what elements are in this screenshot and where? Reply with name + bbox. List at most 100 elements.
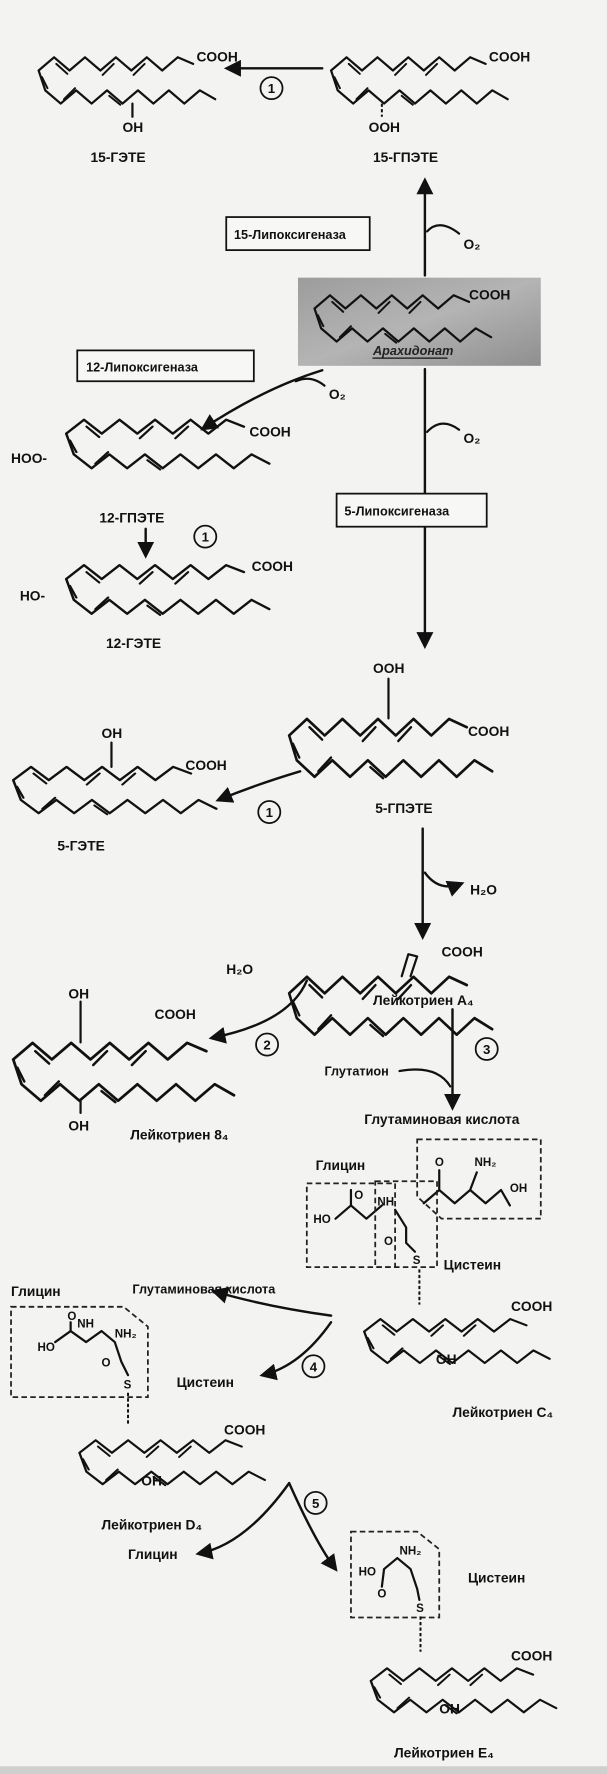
- step-circle: 1: [257, 800, 282, 824]
- step-circle-shape: [303, 1491, 328, 1515]
- ltc4-molecule: O NH₂ OH Глицин HO O NH O S Цистеин COOH…: [305, 1138, 553, 1420]
- cysteine-label: Цистеин: [444, 1257, 501, 1272]
- hete12-label: 12-ГЭТЕ: [106, 636, 161, 651]
- o2-inflow-curve: [426, 422, 461, 434]
- hpete5-molecule: OOH COOH 5-ГПЭТЕ: [287, 661, 509, 816]
- enzyme-lox5-label: 5-Липоксигеназа: [344, 505, 450, 519]
- hpete5-ooh: OOH: [373, 661, 404, 676]
- ltd4-peptide-structure: [54, 1321, 130, 1377]
- step-circle: 4: [301, 1354, 326, 1379]
- lta4-cooh: COOH: [441, 944, 482, 959]
- o2-label: O₂: [464, 431, 481, 446]
- cysteine-label: Цистеин: [177, 1375, 234, 1390]
- ltc4-cooh: COOH: [511, 1299, 552, 1314]
- hete5-label: 5-ГЭТЕ: [57, 839, 104, 854]
- ltd4-amino: NH₂: [115, 1329, 137, 1341]
- glycine-label: Глицин: [11, 1284, 61, 1299]
- ltd4-molecule: Глицин O NH NH₂ HO O S Цистеин COOH OH Л…: [10, 1284, 267, 1532]
- lte4-structure: [369, 1667, 558, 1715]
- glutathione-inflow-curve: [398, 1068, 452, 1088]
- ltd4-oh: OH: [141, 1473, 162, 1488]
- lte4-molecule: NH₂ HO O S Цистеин COOH OH Лейкотриен E₄: [350, 1530, 558, 1760]
- glutamate-residue-structure: [422, 1169, 511, 1207]
- ltb4-molecule: OH COOH OH Лейкотриен 8₄: [11, 986, 236, 1142]
- gly-hydroxyl: HO: [313, 1214, 330, 1226]
- arrow-lta4-to-ltb4: [208, 979, 309, 1044]
- step-circle-shape: [257, 800, 282, 824]
- hpete15-structure: [329, 56, 509, 106]
- step-circle-shape: [259, 76, 284, 101]
- arrow-arachidonate-to-hpete12: [200, 369, 324, 431]
- arachidonate-label: Арахидонат: [372, 344, 453, 358]
- enzyme-box-lox12: 12-Липоксигеназа: [76, 349, 255, 383]
- hete15-oh: OH: [123, 120, 144, 135]
- step-circle-shape: [474, 1037, 499, 1061]
- arrow-glycine-release: [195, 1481, 291, 1560]
- ltd4-oxygen-top: O: [67, 1311, 76, 1323]
- ltd4-peptide-box: [10, 1305, 149, 1399]
- ltd4-label: Лейкотриен D₄: [102, 1517, 203, 1532]
- step-circle-shape: [193, 524, 218, 549]
- o2-inflow-curve: [426, 224, 461, 235]
- lte4-hydroxyl: HO: [359, 1567, 376, 1579]
- cysteine-label: Цистеин: [468, 1570, 525, 1585]
- arachidonate-cooh: COOH: [469, 288, 510, 303]
- hete12-cooh: COOH: [252, 559, 293, 574]
- ltc4-label: Лейкотриен C₄: [452, 1405, 553, 1420]
- step-number: 1: [266, 805, 273, 820]
- glycine-released-label: Глицин: [128, 1547, 178, 1562]
- enzyme-box-lox5: 5-Липоксигеназа: [335, 492, 488, 528]
- hete15-cooh: COOH: [196, 50, 237, 65]
- arachidonate-shaded-box: [297, 277, 541, 366]
- hete5-structure: [11, 765, 218, 816]
- ltd4-nh: NH: [77, 1319, 94, 1331]
- lte4-oh: OH: [439, 1701, 460, 1716]
- ltb4-oh-bottom: OH: [68, 1119, 89, 1134]
- ltd4-cooh: COOH: [224, 1423, 265, 1438]
- arachidonate-molecule: COOH Арахидонат: [297, 277, 541, 366]
- enzyme-box-lox15: 15-Липоксигеназа: [225, 216, 371, 252]
- arrow-hpete5-to-hete5: [215, 770, 302, 803]
- ltb4-cooh: COOH: [155, 1007, 196, 1022]
- enzyme-lox15-label: 15-Липоксигеназа: [234, 228, 347, 242]
- hete12-structure: [64, 563, 271, 617]
- hpete5-structure: [287, 717, 494, 780]
- hpete12-label: 12-ГПЭТЕ: [99, 510, 164, 525]
- step-circle: 1: [259, 76, 284, 101]
- o2-inflow-curve: [294, 377, 326, 387]
- hpete15-cooh: COOH: [489, 50, 530, 65]
- lta4-epoxide-ring: [400, 953, 419, 978]
- lte4-oxygen: O: [377, 1589, 386, 1601]
- lte4-label: Лейкотриен E₄: [394, 1745, 494, 1760]
- ltd4-hydroxyl: HO: [38, 1342, 55, 1354]
- hpete5-cooh: COOH: [468, 724, 509, 739]
- hete15-molecule: COOH OH 15-ГЭТЕ: [37, 50, 238, 165]
- hete5-cooh: COOH: [185, 758, 226, 773]
- enzyme-box-frame: [225, 216, 371, 252]
- glu-oxygen: O: [435, 1157, 444, 1169]
- glutamate-residue-box: [416, 1138, 542, 1220]
- ltd4-oxygen-bottom: O: [102, 1357, 111, 1369]
- glutamic-acid-label: Глутаминовая кислота: [132, 1283, 276, 1297]
- cys-sulfur: S: [413, 1255, 421, 1267]
- arrow-ltd4-to-lte4: [287, 1481, 338, 1572]
- step-number: 5: [312, 1496, 319, 1511]
- o2-label: O₂: [464, 237, 481, 252]
- step-number: 1: [268, 81, 275, 96]
- hete15-label: 15-ГЭТЕ: [90, 150, 145, 165]
- lte4-cooh: COOH: [511, 1649, 552, 1664]
- hete15-structure: [37, 56, 217, 106]
- glycine-label: Глицин: [316, 1158, 366, 1173]
- cys-oxygen: O: [384, 1236, 393, 1248]
- o2-label: O₂: [329, 387, 346, 402]
- glycine-residue-structure: [334, 1188, 383, 1220]
- hpete5-label: 5-ГПЭТЕ: [375, 801, 432, 816]
- scan-bottom-edge: [0, 1766, 607, 1774]
- hpete12-structure: [64, 418, 271, 471]
- gly-oxygen: O: [354, 1190, 363, 1202]
- hete5-molecule: OH COOH 5-ГЭТЕ: [11, 726, 227, 854]
- gly-nh: NH: [377, 1196, 394, 1208]
- hpete12-molecule: HOO- COOH 12-ГПЭТЕ: [11, 418, 291, 525]
